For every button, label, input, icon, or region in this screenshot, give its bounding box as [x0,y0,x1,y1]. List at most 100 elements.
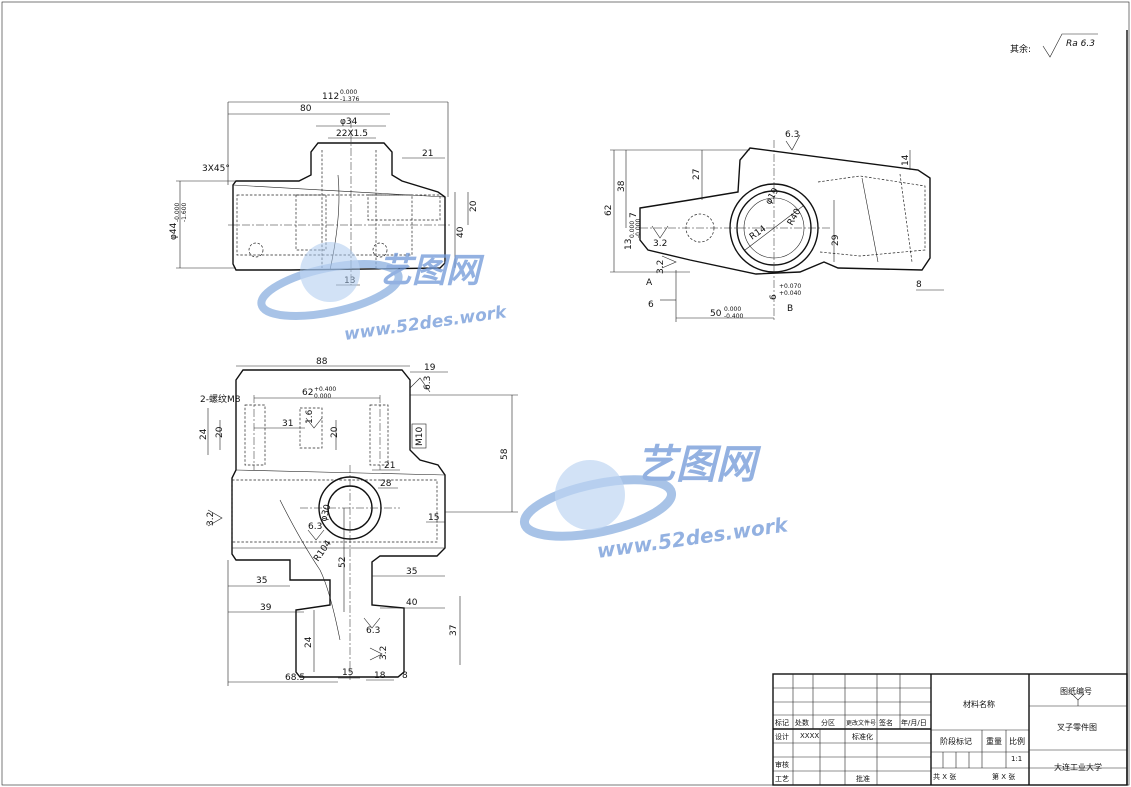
dim-side-13-tol-u: 0.000 [629,221,636,238]
tb-scale-value: 1:1 [1011,755,1023,763]
watermark-2: 艺图网 www.52des.work [519,442,791,563]
dim-35a: 35 [256,576,267,586]
dim-rough-63c: 6.3 [366,626,380,636]
top-bore-hidden [231,479,438,543]
tb-drawing-no-mark-icon [1071,693,1085,701]
dim-21: 21 [422,149,433,159]
top-rough-63-icon [409,377,431,393]
dim-19: φ19 [764,186,781,206]
tb-material: 材料名称 [963,700,995,709]
dim-29: 29 [831,234,841,246]
tb-total-sheets: 共 X 张 [933,773,957,781]
dim-rough-16: 1.6 [305,409,315,424]
tb-design: 设计 [775,733,789,741]
dim-r40: R40 [786,207,804,228]
title-block-grid [772,673,1128,786]
front-hole-left [248,242,264,258]
side-rough-top-icon [785,134,801,151]
dim-side-8: 8 [916,280,922,290]
dim-31: 31 [282,419,293,429]
dim-w6: 6 [769,294,779,300]
roughness-prefix: 其余: [1010,43,1031,55]
top-rough-32c-icon [369,647,383,661]
dim-30: φ30 [319,503,333,523]
tb-review: 审核 [775,761,789,769]
top-rough-32-icon [207,509,223,527]
front-hole-right [372,242,388,258]
dim-44-tol-upper: -0.000 [174,202,181,222]
tb-approve: 批准 [856,775,870,783]
dim-80: 80 [300,104,312,114]
watermark-1: 艺图网 www.52des.work [257,242,509,345]
dim-rough-32a: 3.2 [653,239,667,249]
tb-design-name: XXXX [800,732,820,740]
dim-112: 112 [322,92,339,102]
dim-50: 50 [710,309,722,319]
dim-39: 39 [260,603,272,613]
tb-row-label-4: 签名 [879,719,893,727]
side-rough-b-icon [661,255,677,269]
dim-44-tol-lower: -1.600 [181,202,188,222]
dim-62: 62 [604,205,614,216]
tb-row-label-5: 年/月/日 [901,719,927,727]
tb-scale: 比例 [1009,737,1025,746]
watermark-url-2: www.52des.work [595,512,790,563]
tb-drawing-name: 叉子零件图 [1057,723,1097,732]
top-rough-16-icon [305,417,323,429]
tb-school: 大连工业大学 [1054,763,1102,772]
dim-side-rough: 6.3 [785,130,799,140]
dim-62-top: 62 [302,388,313,398]
top-thread-left [244,404,266,466]
dim-14: 14 [901,154,911,166]
watermark-url: www.52des.work [343,302,509,345]
front-hidden-2 [367,194,441,221]
dim-62-tol-l: 0.000 [314,393,331,400]
dim-40: 40 [456,226,466,238]
dim-112-tol-upper: 0.000 [340,89,357,96]
roughness-symbol-icon [1042,33,1098,58]
dim-24: 24 [199,428,209,440]
tb-sheet-no: 第 X 张 [992,773,1016,781]
dim-thread: 22X1.5 [336,129,368,139]
dim-21-top: 21 [384,461,395,471]
tb-weight: 重量 [986,737,1002,746]
dim-19-top: 19 [424,363,436,373]
dim-50-tol-u: 0.000 [724,306,741,313]
dim-rough-32b: 3.2 [656,260,666,274]
dim-rough-63b: 6.3 [308,522,322,532]
dim-m10: M10 [415,427,425,446]
dim-8-top: 8 [402,671,408,681]
dim-rough-32c: 3.2 [379,646,389,660]
dim-6: 6 [648,300,654,310]
dim-18: 18 [374,671,386,681]
top-r104-curve [279,499,341,641]
tb-process: 工艺 [775,775,789,783]
side-rib-1 [861,177,879,263]
dim-37: 37 [449,625,459,636]
watermark-globe-icon [300,242,360,302]
side-radius-leader [744,205,804,251]
dim-chamfer: 3X45° [202,164,230,174]
side-hidden-slot [817,175,926,257]
dim-20: 20 [469,200,479,212]
dim-holes: 2-螺纹M8 [200,393,241,405]
dim-58: 58 [500,448,510,460]
watermark-cn: 艺图网 [378,251,485,291]
dim-20b: 20 [330,426,340,438]
dim-38: 38 [617,180,627,192]
label-b: B [787,304,793,314]
dim-15b: 15 [342,668,353,678]
side-rough-a-icon [651,225,669,239]
dim-20a: 20 [215,426,225,438]
dim-27: 27 [692,169,702,180]
dim-7: 7 [629,212,639,218]
front-hidden-1 [295,194,327,251]
dim-62-tol-u: +0.400 [314,386,336,393]
top-thread-right [369,404,389,466]
watermark-cn-2: 艺图网 [636,442,762,488]
watermark-globe-icon-2 [555,460,625,530]
dim-685: 68.5 [285,673,305,683]
dim-34: φ34 [340,117,358,127]
